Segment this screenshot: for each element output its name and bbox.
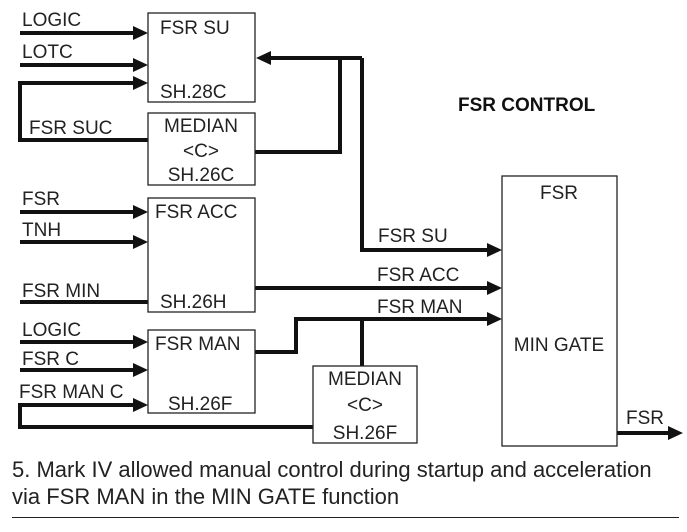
fsr-man-c-wire — [18, 403, 313, 429]
fsr-man-block: FSR MAN SH.26F — [147, 329, 256, 415]
input-label-fsr-suc: FSR SUC — [29, 118, 112, 139]
median-top-block: MEDIAN <C> SH.26C — [147, 112, 256, 186]
input-label-lotc: LOTC — [22, 42, 73, 63]
fsr-acc-block-title: FSR ACC — [155, 202, 237, 223]
median-top-output-wire — [255, 58, 342, 154]
median-bottom-sheet: SH.26F — [333, 423, 397, 444]
signal-label-fsr-man: FSR MAN — [377, 297, 463, 318]
arrowhead — [133, 398, 148, 412]
arrowhead — [133, 205, 148, 219]
arrowhead — [256, 51, 271, 65]
caption-rule — [12, 517, 679, 518]
signal-label-fsr-su: FSR SU — [378, 226, 448, 247]
arrowhead — [133, 363, 148, 377]
input-label-tnh: TNH — [22, 220, 61, 241]
fsr-acc-block: FSR ACC SH.26H — [147, 197, 256, 313]
fsr-su-block-sheet: SH.28C — [160, 82, 227, 103]
median-bottom-sub: <C> — [347, 395, 383, 416]
arrowhead — [487, 281, 502, 295]
arrowhead — [133, 235, 148, 249]
fsr-acc-block-sheet: SH.26H — [160, 292, 227, 313]
input-label-fsr-min: FSR MIN — [22, 281, 100, 302]
input-label-fsr: FSR — [22, 189, 60, 210]
median-top-title: MEDIAN — [164, 116, 238, 137]
median-bottom-block: MEDIAN <C> SH.26F — [312, 365, 418, 444]
fsr-su-block-title: FSR SU — [160, 18, 230, 39]
arrowhead — [133, 335, 148, 349]
figure-caption: 5. Mark IV allowed manual control during… — [12, 457, 652, 509]
fsr-man-block-title: FSR MAN — [155, 334, 241, 355]
arrowhead — [487, 312, 502, 326]
diagram-title: FSR CONTROL — [458, 95, 596, 116]
min-gate-function: MIN GATE — [514, 335, 604, 356]
fsr-suc-wire — [18, 81, 148, 142]
arrowhead — [133, 58, 148, 72]
fsr-su-block: FSR SU SH.28C — [147, 12, 256, 103]
arrowhead — [668, 426, 683, 440]
input-label-fsr-man-c: FSR MAN C — [19, 382, 124, 403]
fsr-su-signal-wire — [360, 58, 496, 252]
arrowhead — [133, 26, 148, 40]
arrowhead — [133, 76, 148, 90]
signal-label-fsr-output: FSR — [626, 408, 664, 429]
fsr-man-signal-wire — [255, 317, 496, 354]
fsr-man-block-sheet: SH.26F — [168, 394, 232, 415]
input-label-logic-bottom: LOGIC — [22, 320, 81, 341]
input-label-logic-top: LOGIC — [22, 10, 81, 31]
median-top-sheet: SH.26C — [168, 165, 235, 186]
arrowhead — [487, 243, 502, 257]
min-gate-title: FSR — [540, 183, 578, 204]
min-gate-block: FSR MIN GATE — [501, 175, 618, 447]
input-label-fsr-c: FSR C — [22, 349, 79, 370]
signal-label-fsr-acc: FSR ACC — [377, 265, 459, 286]
median-bottom-title: MEDIAN — [328, 369, 402, 390]
median-top-sub: <C> — [183, 141, 219, 162]
